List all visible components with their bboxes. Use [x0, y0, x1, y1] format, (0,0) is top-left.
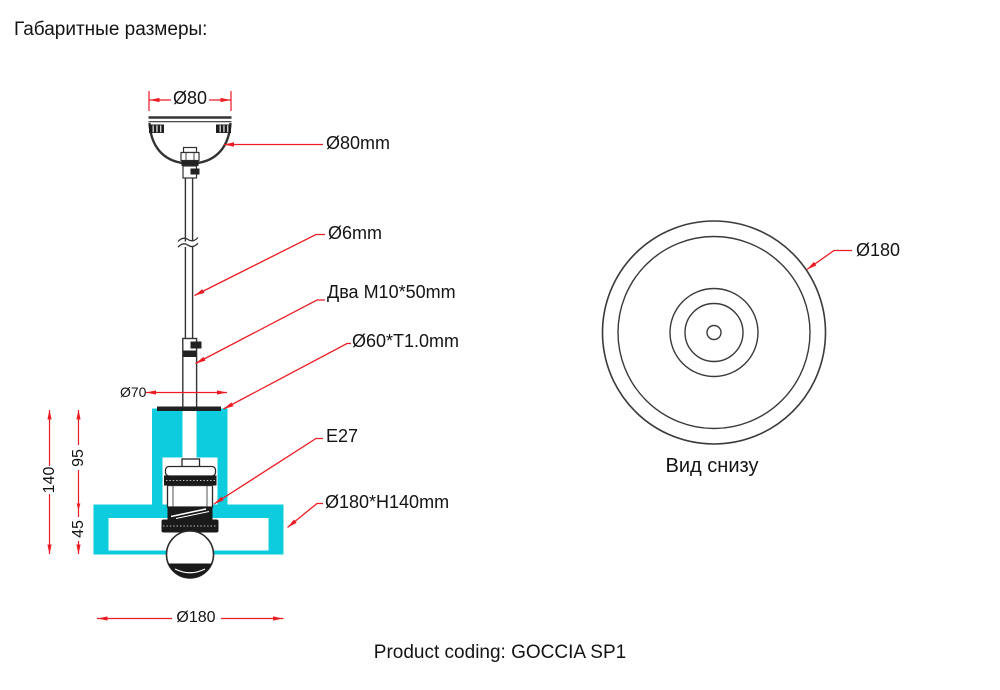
leader-shade	[287, 502, 323, 529]
top-plate	[157, 406, 221, 411]
rod-break-gap	[183, 241, 195, 247]
bottom-view-drawing	[601, 220, 827, 445]
callout-socket: E27	[326, 426, 359, 446]
light-bulb	[165, 530, 215, 579]
canopy-drawing	[148, 116, 232, 179]
dimension-lines	[47, 91, 284, 621]
suspension-rod	[157, 178, 221, 411]
dim-lower-height: 45	[69, 520, 87, 538]
dim-shade-diameter-lines	[97, 616, 284, 621]
dim-plate-lines	[146, 390, 227, 395]
rod-break-icon	[177, 237, 199, 242]
dim-total-height-lines	[47, 409, 52, 555]
leader-lines	[194, 142, 852, 529]
leader-cable	[194, 233, 325, 297]
dim-canopy-lines	[148, 91, 232, 111]
dim-total-height: 140	[40, 466, 58, 494]
callout-shade: Ø180*H140mm	[325, 492, 450, 512]
canopy-screw-right-icon	[216, 124, 231, 133]
leader-bottom-view	[806, 249, 852, 271]
product-coding: Product coding: GOCCIA SP1	[373, 642, 627, 663]
rod-connector	[182, 337, 202, 409]
bottom-view-diameter: Ø180	[856, 240, 901, 260]
dim-section-heights-lines	[76, 409, 81, 555]
leader-tube	[223, 342, 351, 410]
leader-canopy	[224, 142, 323, 147]
canopy-screw-left-icon	[149, 124, 164, 133]
leader-socket	[213, 437, 323, 505]
canopy-nut	[180, 146, 200, 179]
callout-tube: Ø60*T1.0mm	[352, 331, 460, 351]
callout-screws: Два M10*50mm	[327, 282, 456, 302]
dim-canopy-diameter: Ø80	[172, 88, 208, 108]
dim-shade-diameter: Ø180	[176, 609, 216, 626]
dim-upper-height: 95	[69, 448, 87, 467]
bottom-view-caption: Вид снизу	[665, 455, 759, 477]
leader-screws	[195, 299, 325, 365]
dim-plate-diameter: Ø70	[120, 384, 147, 400]
callout-canopy-diameter: Ø80mm	[326, 133, 391, 153]
lamp-socket	[161, 458, 219, 533]
page-title: Габаритные размеры:	[14, 19, 208, 40]
callout-cable-diameter: Ø6mm	[328, 223, 382, 243]
